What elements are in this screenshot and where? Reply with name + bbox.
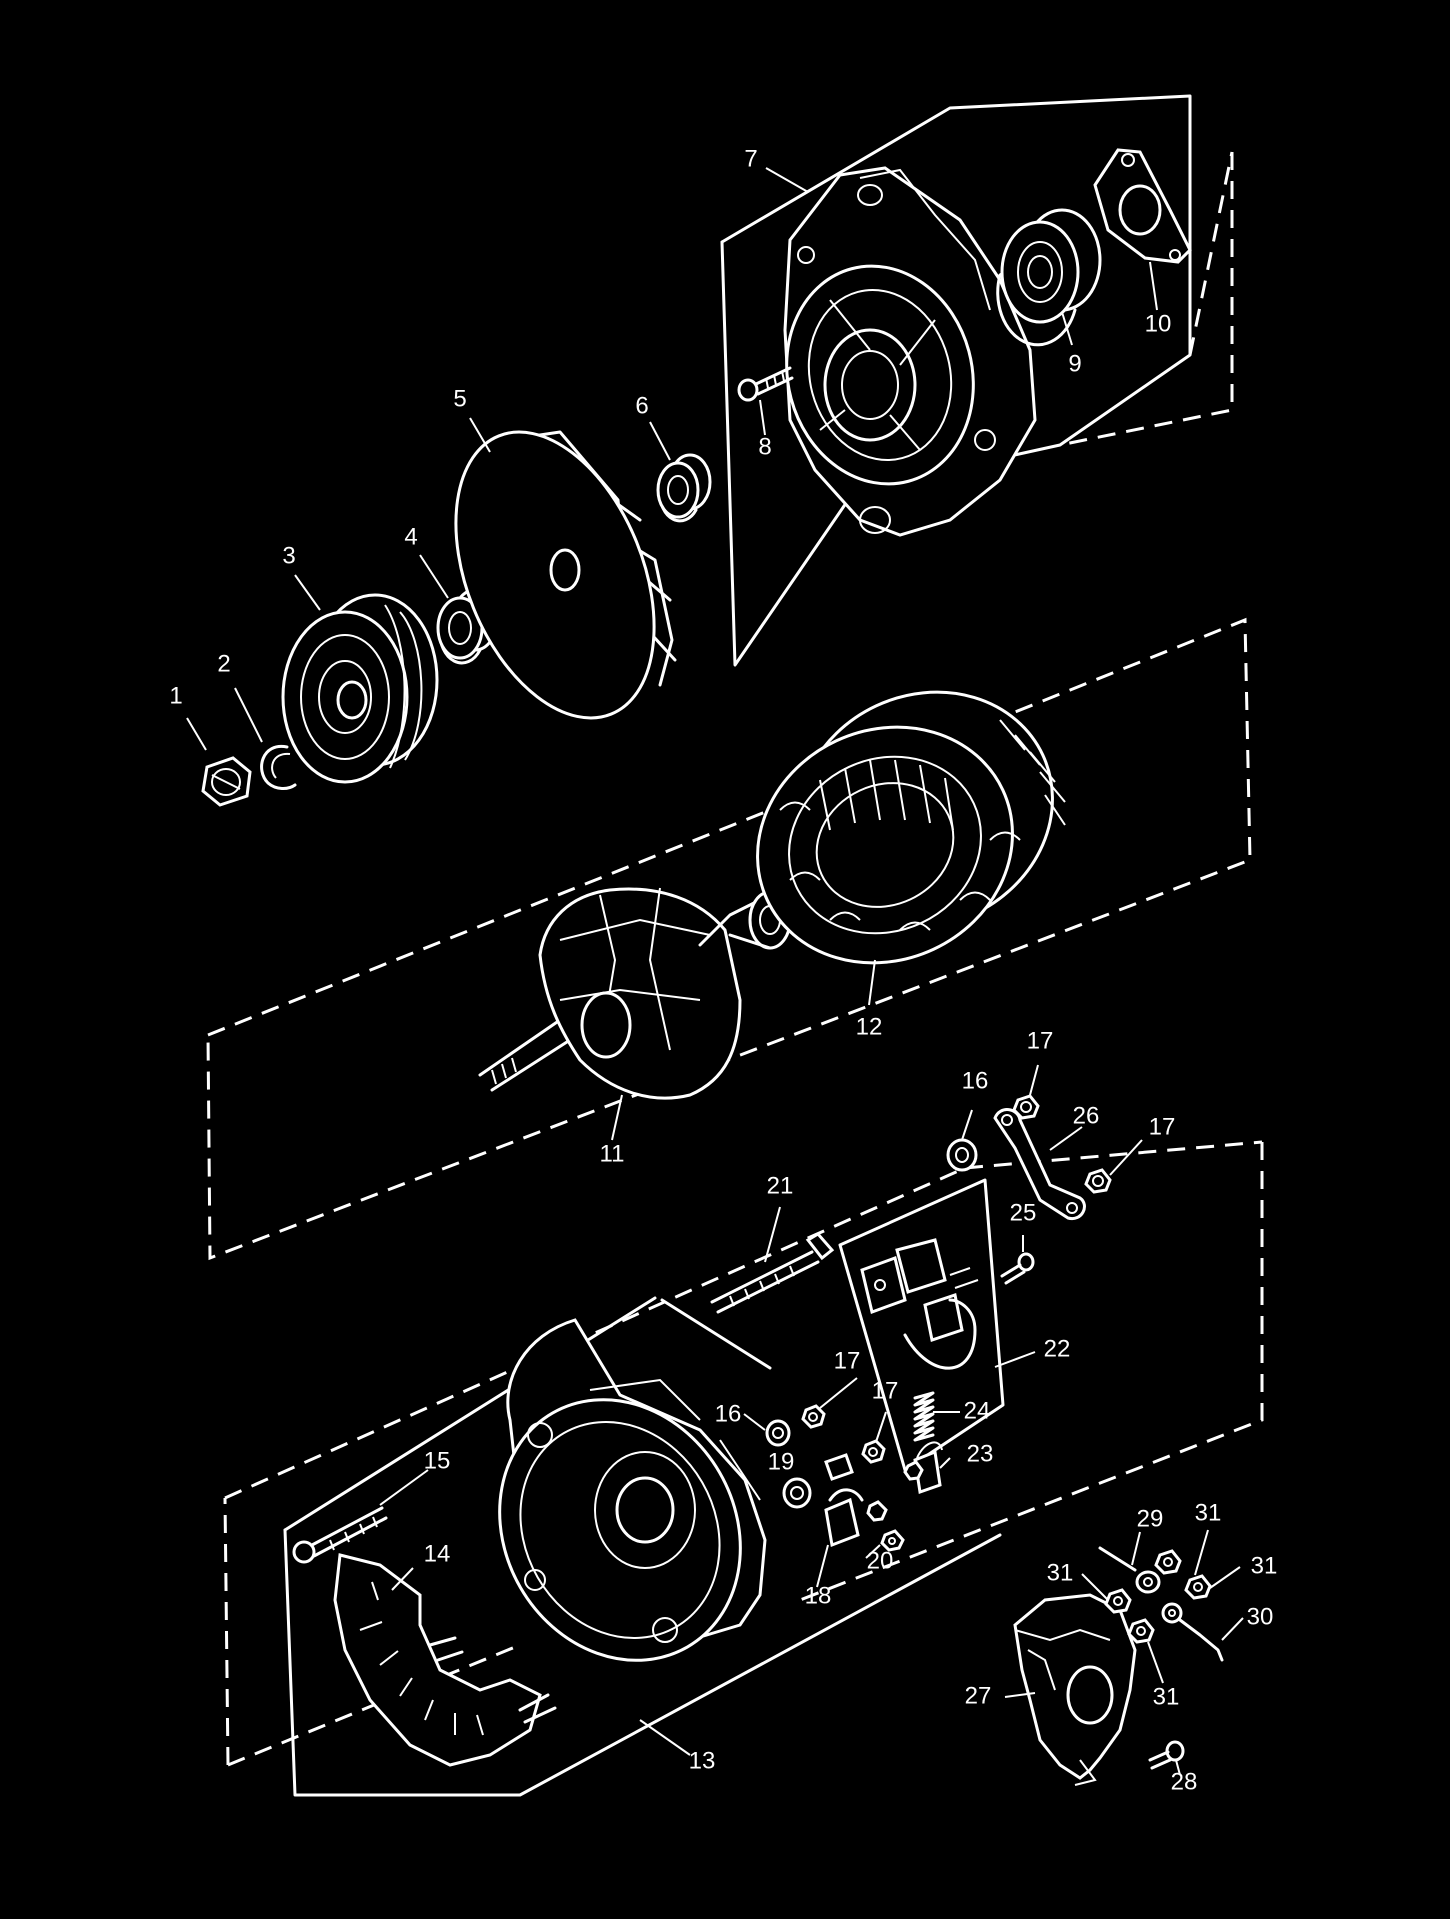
callout-31-d: 31 <box>1153 1683 1180 1710</box>
terminal-lead-part-30 <box>1161 1602 1224 1662</box>
callout-23: 23 <box>967 1440 994 1467</box>
circlip-part-2 <box>260 744 297 790</box>
cover-part-27 <box>1013 1593 1137 1786</box>
diode-part-18 <box>824 1488 864 1548</box>
screw-part-15 <box>292 1506 388 1564</box>
callout-3: 3 <box>282 542 295 569</box>
callout-17-top: 17 <box>1027 1027 1054 1054</box>
callout-7: 7 <box>744 145 757 172</box>
regulator-part-22 <box>860 1238 979 1370</box>
callout-24: 24 <box>964 1397 991 1424</box>
pulley-part-3 <box>281 593 439 784</box>
rear-housing-part-13 <box>498 1318 767 1662</box>
callout-1: 1 <box>169 682 182 709</box>
callout-29: 29 <box>1137 1505 1164 1532</box>
nut-part-17-mid <box>801 1404 826 1429</box>
nut-part-20 <box>866 1500 905 1552</box>
front-housing-frame <box>720 94 1234 667</box>
callout-labels: 1 2 3 4 5 6 7 8 9 10 11 12 13 14 15 16 1… <box>169 145 1277 1795</box>
callout-9: 9 <box>1068 350 1081 377</box>
callout-18: 18 <box>805 1582 832 1609</box>
stator-part-12 <box>756 690 1066 965</box>
callout-30: 30 <box>1247 1603 1274 1630</box>
front-housing-part-7 <box>783 166 1037 537</box>
callout-6: 6 <box>635 392 648 419</box>
spacer-part-16-lower <box>765 1419 791 1447</box>
terminal-lead-part-29 <box>1098 1546 1161 1594</box>
bolt-part-21 <box>710 1232 835 1314</box>
callout-17-right: 17 <box>1149 1113 1176 1140</box>
callout-17-low: 17 <box>872 1377 899 1404</box>
fan-part-5 <box>454 430 677 720</box>
link-part-26 <box>993 1108 1086 1221</box>
nut-part-1 <box>201 756 252 807</box>
screw-part-8 <box>737 366 794 402</box>
callout-16-lower: 16 <box>715 1400 742 1427</box>
brush-part-23 <box>913 1441 943 1495</box>
callout-4: 4 <box>404 523 417 550</box>
nut-part-31-d <box>1127 1618 1155 1644</box>
nut-part-31-b <box>1184 1574 1212 1600</box>
callout-25: 25 <box>1010 1199 1037 1226</box>
rotor-part-11 <box>478 887 792 1100</box>
nut-part-17-low <box>861 1439 886 1464</box>
callout-17-mid: 17 <box>834 1347 861 1374</box>
callout-27: 27 <box>965 1682 992 1709</box>
heat-sink-part-14 <box>333 1553 557 1767</box>
callout-10: 10 <box>1145 310 1172 337</box>
rectifier-panel-frame <box>283 1178 1005 1797</box>
screw-part-28 <box>1148 1740 1185 1770</box>
callout-16-upper: 16 <box>962 1067 989 1094</box>
callout-19: 19 <box>768 1448 795 1475</box>
nut-part-31-a <box>1154 1549 1182 1575</box>
callout-31-b: 31 <box>1251 1552 1278 1579</box>
callout-14: 14 <box>424 1540 451 1567</box>
callout-11: 11 <box>600 1140 625 1167</box>
spacer-part-6 <box>656 453 712 523</box>
callout-15: 15 <box>424 1447 451 1474</box>
nut-part-17-right <box>1084 1168 1112 1194</box>
retainer-plate-part-10 <box>1093 148 1192 264</box>
leader-lines <box>186 167 1244 1776</box>
callout-31-a: 31 <box>1195 1499 1222 1526</box>
callout-22: 22 <box>1044 1335 1071 1362</box>
spacer-part-19 <box>782 1453 854 1509</box>
callout-28: 28 <box>1171 1768 1198 1795</box>
callout-5: 5 <box>453 385 466 412</box>
callout-8: 8 <box>758 433 771 460</box>
callout-26: 26 <box>1073 1102 1100 1129</box>
callout-20: 20 <box>867 1547 894 1574</box>
screw-part-25 <box>1000 1252 1035 1285</box>
nut-part-31-c <box>1104 1588 1132 1614</box>
callout-21: 21 <box>767 1172 794 1199</box>
callout-31-c: 31 <box>1047 1559 1074 1586</box>
bearing-part-9 <box>996 208 1102 347</box>
spring-part-24 <box>913 1391 935 1442</box>
callout-12: 12 <box>856 1013 883 1040</box>
nut-part-20-extra <box>903 1460 924 1481</box>
callout-2: 2 <box>217 650 230 677</box>
spacer-part-16-upper <box>946 1138 978 1172</box>
callout-13: 13 <box>689 1747 716 1774</box>
